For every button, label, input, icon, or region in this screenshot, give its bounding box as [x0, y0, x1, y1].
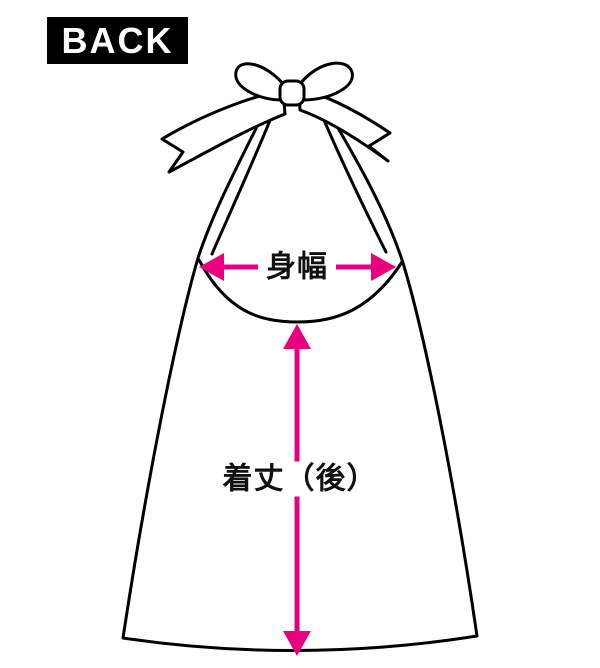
back-length-label: 着丈（後） — [214, 461, 386, 497]
arrowhead-right — [371, 253, 396, 281]
view-label-back: BACK — [47, 17, 188, 64]
arrowhead-up — [283, 324, 311, 349]
strap-inner-left — [210, 106, 277, 256]
bow-loop-right — [296, 61, 354, 102]
garment-body — [121, 102, 479, 653]
garment-outline — [121, 102, 479, 653]
strap-inner-right — [316, 104, 388, 254]
neck-bow — [160, 61, 392, 174]
bow-loop-left — [234, 62, 288, 102]
body-width-label: 身幅 — [258, 249, 336, 285]
bow-tail-right — [297, 86, 392, 163]
arrowhead-left — [199, 253, 224, 281]
bow-tail-left — [160, 88, 287, 174]
bow-knot — [278, 79, 306, 107]
back-edge-curve — [197, 258, 404, 324]
arrowhead-down — [283, 631, 311, 656]
